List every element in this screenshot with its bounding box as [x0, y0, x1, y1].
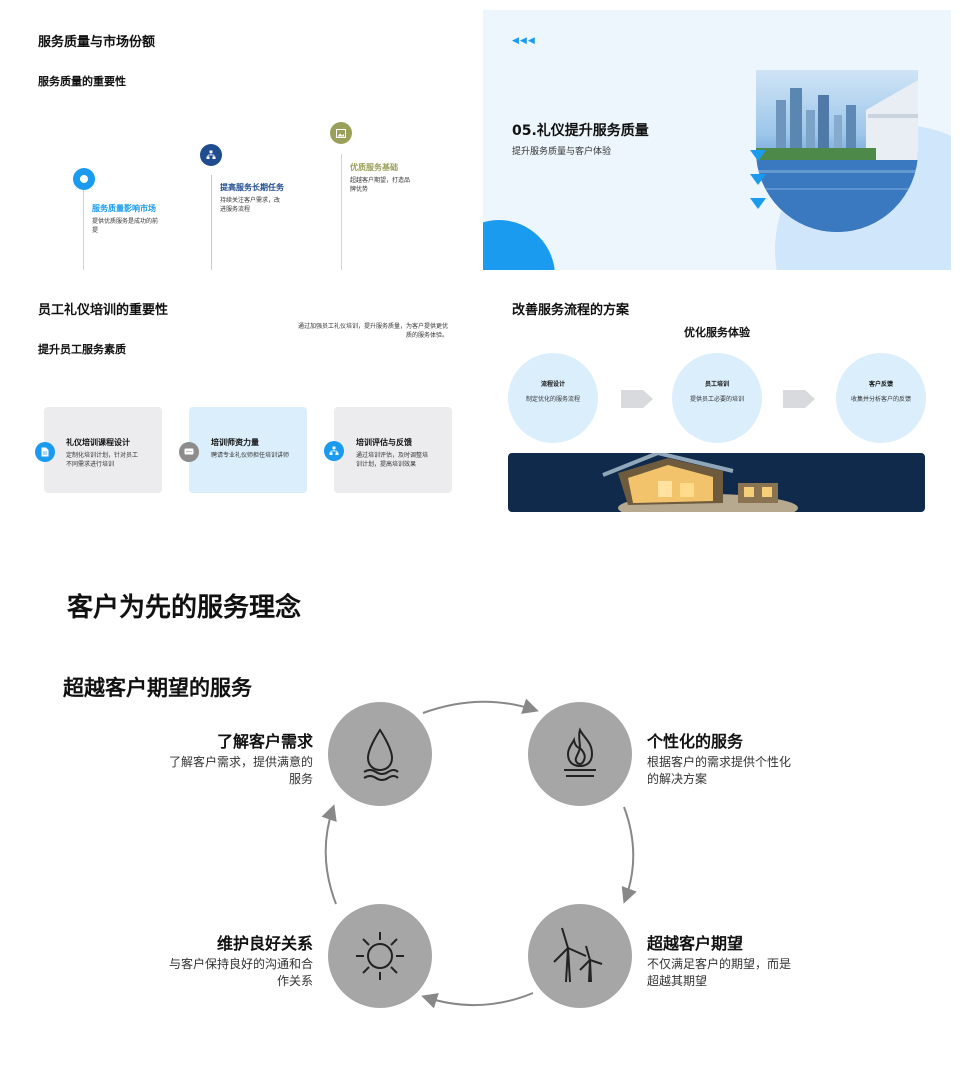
timeline-item-title: 服务质量影响市场 — [92, 204, 156, 213]
slide-heading: 员工礼仪培训的重要性 — [38, 303, 169, 318]
triangle-icon — [750, 198, 766, 209]
slide-subheading: 超越客户期望的服务 — [63, 676, 252, 700]
card-desc: 聘请专业礼仪师担任培训讲师 — [211, 452, 290, 459]
card — [44, 407, 162, 493]
slide-service-quality[interactable]: 服务质量与市场份额 服务质量的重要性 服务质量影响市场 提供优质服务是成功的前提… — [10, 10, 472, 270]
item-desc: 了解客户需求，提供满意的服务 — [168, 755, 313, 786]
step-title: 员工培训 — [704, 381, 729, 388]
arrows-icon: ◀◀◀ — [512, 36, 536, 46]
slide-heading: 改善服务流程的方案 — [512, 303, 630, 318]
card-title: 培训师资力量 — [211, 438, 259, 447]
card-title: 培训评估与反馈 — [356, 438, 412, 447]
process-step — [508, 353, 598, 443]
slide-heading: 客户为先的服务理念 — [67, 593, 302, 623]
timeline-item-title: 优质服务基础 — [350, 163, 398, 172]
process-step — [836, 353, 926, 443]
process-step — [672, 353, 762, 443]
item-title: 维护良好关系 — [216, 934, 313, 953]
document-icon — [35, 442, 55, 462]
item-desc: 根据客户的需求提供个性化的解决方案 — [647, 755, 792, 786]
image-icon — [330, 122, 352, 144]
timeline-item-desc: 持续关注客户需求，改进服务流程 — [220, 197, 281, 213]
slide-subheading: 优化服务体验 — [684, 326, 750, 339]
flame-icon — [528, 702, 632, 806]
card-title: 礼仪培训课程设计 — [66, 438, 130, 447]
slide-process-improvement[interactable]: 改善服务流程的方案 优化服务体验 流程设计 制定优化的服务流程 员工培训 提供员… — [483, 288, 951, 518]
city-image — [756, 70, 918, 232]
item-desc: 与客户保持良好的沟通和合作关系 — [168, 957, 313, 988]
water-drop-icon — [328, 702, 432, 806]
chat-icon — [179, 442, 199, 462]
decorative-circle — [483, 220, 555, 270]
triangle-icon — [750, 150, 766, 161]
timeline-item-desc: 提供优质服务是成功的前提 — [92, 218, 159, 234]
card — [334, 407, 452, 493]
timeline-item-desc: 超越客户期望，打造品牌优势 — [350, 177, 411, 193]
timeline-line — [83, 190, 84, 270]
timeline-line — [211, 175, 212, 270]
step-desc: 制定优化的服务流程 — [525, 396, 580, 403]
card-desc: 定制化培训计划，针对员工不同需求进行培训 — [66, 452, 139, 468]
wind-turbine-icon — [528, 904, 632, 1008]
section-title: 05.礼仪提升服务质量 — [512, 123, 649, 139]
timeline-line — [341, 154, 342, 270]
step-desc: 提供员工必要的培训 — [689, 396, 744, 403]
item-title: 个性化的服务 — [647, 732, 744, 751]
org-chart-icon — [324, 441, 344, 461]
arrow-right-icon — [621, 390, 653, 408]
step-title: 流程设计 — [540, 381, 565, 388]
card — [189, 407, 307, 493]
slide-etiquette-training[interactable]: 员工礼仪培训的重要性 提升员工服务素质 通过加强员工礼仪培训，提升服务质量，为客… — [10, 288, 472, 518]
cycle-arrows — [321, 698, 637, 1009]
slide-customer-first[interactable]: 客户为先的服务理念 超越客户期望的服务 了解客户需求 了解客户需求，提供满意的服… — [0, 540, 960, 1084]
triangle-icon — [750, 174, 766, 185]
section-subtitle: 提升服务质量与客户体验 — [512, 147, 612, 157]
step-title: 客户反馈 — [868, 381, 893, 388]
sun-icon — [328, 904, 432, 1008]
house-image — [508, 453, 925, 512]
slide-heading: 服务质量与市场份额 — [38, 35, 156, 50]
slide-subheading: 服务质量的重要性 — [38, 75, 126, 88]
item-title: 了解客户需求 — [216, 732, 313, 751]
arrow-right-icon — [783, 390, 815, 408]
location-pin-icon — [73, 168, 95, 190]
slide-section-title[interactable]: ◀◀◀ 05.礼仪提升服务质量 提升服务质量与客户体验 — [483, 10, 951, 270]
item-desc: 不仅满足客户的期望，而是超越其期望 — [647, 957, 792, 988]
item-title: 超越客户期望 — [647, 934, 744, 953]
card-desc: 通过培训评估，及时调整培训计划，提高培训效果 — [356, 452, 429, 468]
step-desc: 收集并分析客户的反馈 — [850, 396, 911, 403]
slide-subheading: 提升员工服务素质 — [38, 343, 126, 356]
timeline-item-title: 提高服务长期任务 — [220, 183, 284, 192]
sitemap-icon — [200, 144, 222, 166]
slide-note: 通过加强员工礼仪培训，提升服务质量，为客户提供更优质的服务体验。 — [297, 323, 448, 339]
